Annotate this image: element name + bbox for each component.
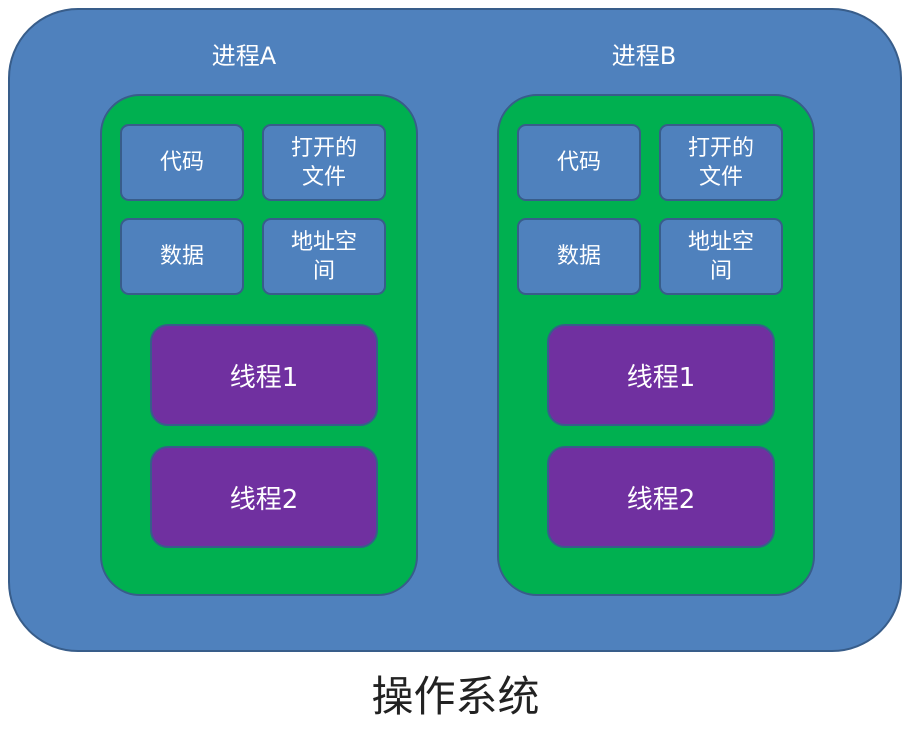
process-b-thread-2: 线程2	[547, 446, 775, 548]
process-a-data: 数据	[120, 218, 244, 295]
operating-system-label: 操作系统	[371, 672, 540, 721]
process-b-thread-1: 线程1	[547, 324, 775, 426]
process-a-thread-2: 线程2	[150, 446, 378, 548]
process-b-code: 代码	[517, 124, 641, 201]
process-b-open-files: 打开的文件	[659, 124, 783, 201]
process-a-address-space: 地址空间	[262, 218, 386, 295]
process-b-box: 代码 打开的文件 数据 地址空间 线程1 线程2	[497, 94, 815, 596]
process-a-title: 进程A	[211, 42, 277, 70]
process-a-code: 代码	[120, 124, 244, 201]
process-a-open-files: 打开的文件	[262, 124, 386, 201]
process-b-title: 进程B	[611, 42, 677, 70]
process-b-data: 数据	[517, 218, 641, 295]
process-a-box: 代码 打开的文件 数据 地址空间 线程1 线程2	[100, 94, 418, 596]
process-a-thread-1: 线程1	[150, 324, 378, 426]
process-b-address-space: 地址空间	[659, 218, 783, 295]
